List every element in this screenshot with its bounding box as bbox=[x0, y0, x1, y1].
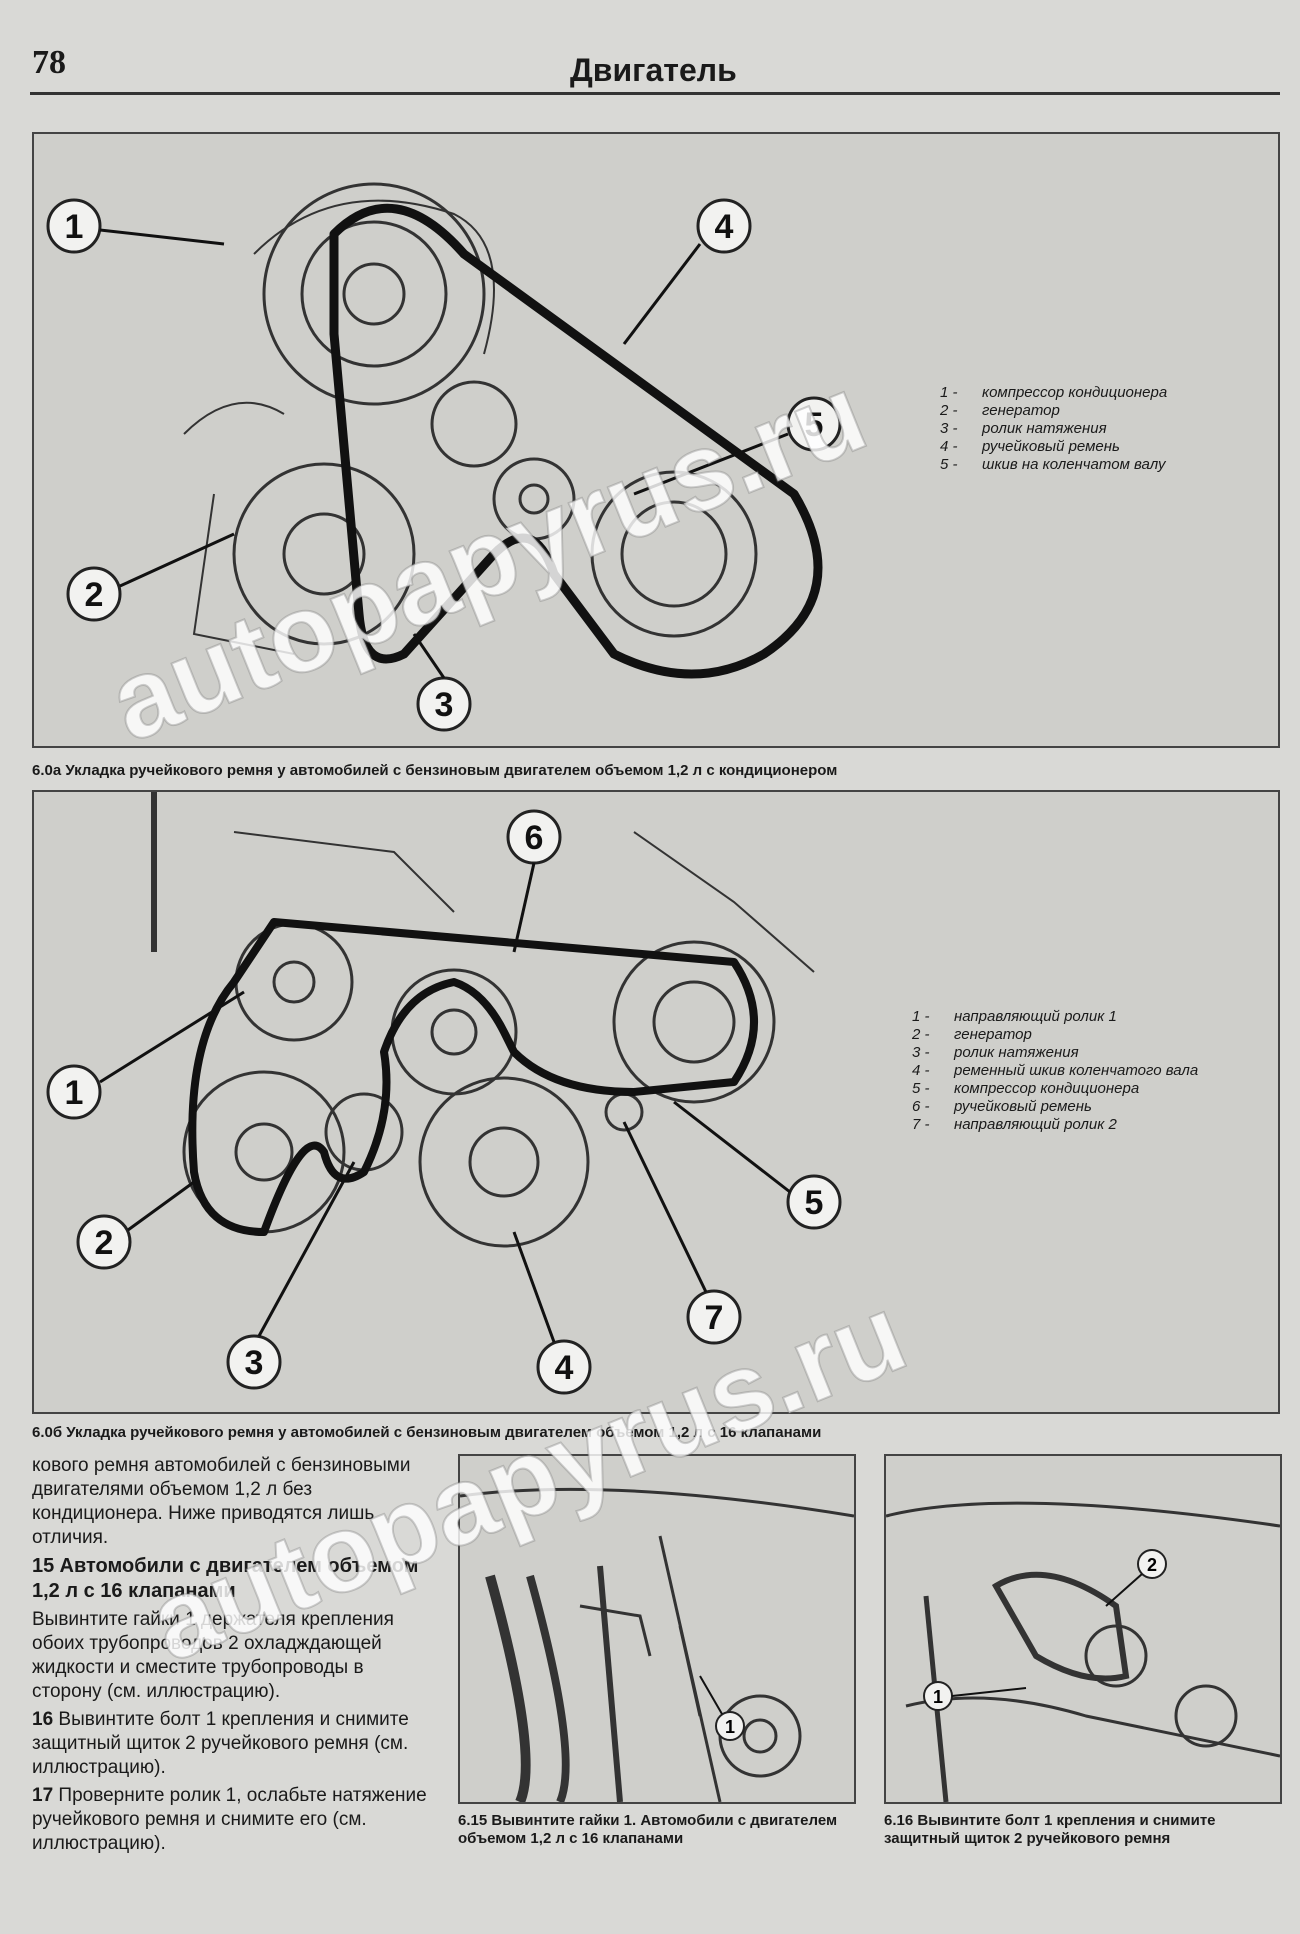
paragraph-intro: кового ремня автомобилей с бензиновыми д… bbox=[32, 1455, 411, 1548]
legend-row: 1 -компрессор кондиционера bbox=[940, 384, 1168, 401]
legend-row: 6 -ручейковый ремень bbox=[912, 1098, 1092, 1115]
legend-row: 7 -направляющий ролик 2 bbox=[912, 1116, 1117, 1133]
legend-row: 2 -генератор bbox=[912, 1026, 1032, 1043]
step-number: 16 bbox=[32, 1709, 54, 1730]
callout-1 bbox=[46, 1064, 102, 1120]
figure-belt-routing-ac: 1 2 3 4 5 bbox=[32, 132, 1280, 748]
callout-7 bbox=[686, 1289, 742, 1345]
callout-1-label: 1 bbox=[65, 208, 84, 246]
step-number: 15 bbox=[32, 1555, 55, 1577]
callout-3-label: 3 bbox=[245, 1344, 264, 1382]
callout-2-label: 2 bbox=[95, 1224, 114, 1262]
legend-figure-b: 1 -направляющий ролик 1 2 -генератор 3 -… bbox=[912, 1008, 1198, 1134]
legend-row: 3 -ролик натяжения bbox=[940, 420, 1107, 437]
callout-4 bbox=[696, 198, 752, 254]
callout-1-label: 1 bbox=[725, 1717, 735, 1737]
callout-4-label: 4 bbox=[555, 1349, 574, 1387]
belt-diagram-ac: 1 2 3 4 5 bbox=[46, 182, 842, 732]
callout-5-label: 5 bbox=[805, 406, 824, 444]
callout-1-label: 1 bbox=[933, 1687, 943, 1707]
legend-row: 1 -направляющий ролик 1 bbox=[912, 1008, 1117, 1025]
figure-caption-6-0a: 6.0а Укладка ручейкового ремня у автомоб… bbox=[32, 762, 838, 779]
legend-row: 4 -ременный шкив коленчатого вала bbox=[912, 1062, 1199, 1079]
callout-2 bbox=[1137, 1549, 1167, 1579]
callout-2-label: 2 bbox=[1147, 1555, 1157, 1575]
callout-5-label: 5 bbox=[805, 1184, 824, 1222]
figure-caption-6-16: 6.16 Вывинтите болт 1 крепления и снимит… bbox=[884, 1812, 1216, 1847]
callout-2 bbox=[66, 566, 122, 622]
callout-1 bbox=[46, 198, 102, 254]
photo-illustration-6-15: 1 bbox=[460, 1487, 854, 1802]
figure-belt-guard: 2 1 bbox=[884, 1454, 1282, 1804]
callout-2-label: 2 bbox=[85, 576, 104, 614]
page-title: Двигатель bbox=[570, 52, 737, 88]
figure-belt-routing-16v: 1 2 3 4 5 6 7 bbox=[32, 790, 1280, 1414]
callout-3-label: 3 bbox=[435, 686, 454, 724]
legend-row: 5 -компрессор кондиционера bbox=[912, 1080, 1140, 1097]
body-text-column: кового ремня автомобилей с бензиновыми д… bbox=[32, 1454, 432, 1860]
paragraph-step-16: 16 Вывинтите болт 1 крепления и снимите … bbox=[32, 1708, 432, 1780]
photo-illustration-6-16: 2 1 bbox=[886, 1501, 1280, 1802]
figure-coolant-pipes: 1 bbox=[458, 1454, 856, 1804]
step-text: Вывинтите болт 1 крепления и снимите защ… bbox=[32, 1709, 409, 1778]
belt-diagram-16v: 1 2 3 4 5 6 7 bbox=[46, 792, 842, 1395]
paragraph-step-15: Вывинтите гайки 1 держателя крепления об… bbox=[32, 1609, 394, 1702]
callout-6-label: 6 bbox=[525, 819, 544, 857]
figure-caption-6-0b: 6.0б Укладка ручейкового ремня у автомоб… bbox=[32, 1424, 822, 1441]
callout-7-label: 7 bbox=[705, 1299, 724, 1337]
paragraph-step-15-heading: 15 Автомобили с двигателем объемом 1,2 л… bbox=[32, 1554, 432, 1604]
callout-1 bbox=[715, 1711, 745, 1741]
callout-4 bbox=[536, 1339, 592, 1395]
legend-row: 3 -ролик натяжения bbox=[912, 1044, 1079, 1061]
paragraph-step-17: 17 Проверните ролик 1, ослабьте натяжени… bbox=[32, 1784, 432, 1856]
step-text: Проверните ролик 1, ослабьте натяжение р… bbox=[32, 1785, 427, 1854]
page-number: 78 bbox=[32, 44, 66, 81]
header-rule bbox=[30, 92, 1280, 95]
figure-caption-6-15: 6.15 Вывинтите гайки 1. Автомобили с дви… bbox=[458, 1812, 838, 1847]
step-heading: Автомобили с двигателем объемом 1,2 л с … bbox=[32, 1555, 419, 1602]
legend-row: 2 -генератор bbox=[940, 402, 1060, 419]
legend-row: 4 -ручейковый ремень bbox=[940, 438, 1120, 455]
callout-3 bbox=[226, 1334, 282, 1390]
step-number: 17 bbox=[32, 1785, 54, 1806]
legend-row: 5 -шкив на коленчатом валу bbox=[940, 456, 1166, 473]
legend-figure-a: 1 -компрессор кондиционера 2 -генератор … bbox=[940, 384, 1167, 474]
callout-4-label: 4 bbox=[715, 208, 734, 246]
callout-2 bbox=[76, 1214, 132, 1270]
callout-5 bbox=[786, 1174, 842, 1230]
callout-5 bbox=[786, 396, 842, 452]
callout-1-label: 1 bbox=[65, 1074, 84, 1112]
